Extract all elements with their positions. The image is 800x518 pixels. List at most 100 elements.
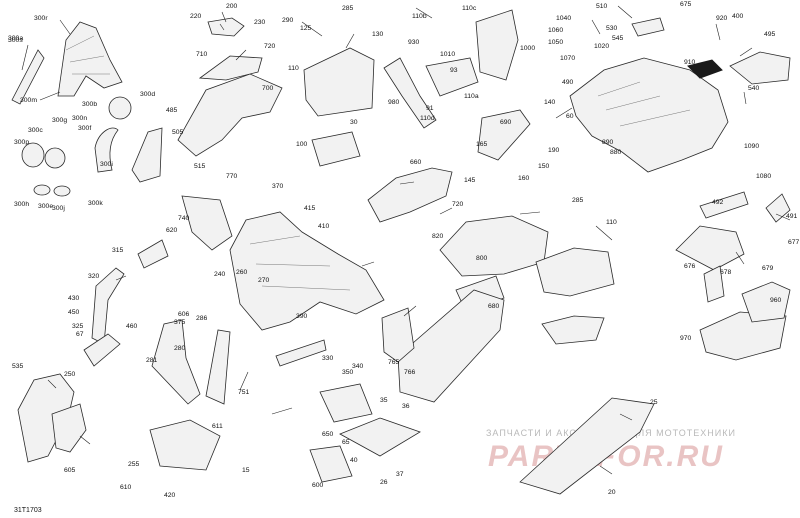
fan-grille — [108, 96, 132, 120]
callout-label: 300g — [52, 117, 67, 124]
callout-label: 605 — [64, 467, 76, 474]
callout-label: 460 — [126, 323, 138, 330]
callout-label: 820 — [432, 233, 444, 240]
callout-label: 980 — [388, 99, 400, 106]
callout-label: 675 — [680, 1, 692, 8]
callout-label: 540 — [748, 85, 760, 92]
rear-rack-panel — [425, 57, 479, 97]
callout-label: 650 — [322, 431, 334, 438]
center-body-panel — [439, 215, 549, 277]
callout-label: 315 — [112, 247, 124, 254]
right-trim-strip — [699, 191, 749, 219]
callout-label: 290 — [282, 17, 294, 24]
callout-label: 270 — [258, 277, 270, 284]
callout-label: 285 — [342, 5, 354, 12]
callout-label: 145 — [464, 177, 476, 184]
callout-label: 766 — [404, 369, 416, 376]
skid-plate-front — [397, 289, 505, 403]
callout-label: 93 — [450, 67, 458, 74]
callout-label: 679 — [762, 265, 774, 272]
storage-latch-plate — [311, 131, 361, 167]
skid-plate-rear — [519, 397, 655, 495]
round-cap-1 — [33, 184, 51, 196]
center-console — [477, 109, 531, 161]
callout-label: 751 — [238, 389, 250, 396]
leader-lines — [21, 5, 791, 475]
round-cap-2 — [53, 185, 71, 197]
headlight-trim — [198, 55, 263, 81]
callout-label: 25 — [650, 399, 658, 406]
storage-box — [303, 47, 375, 117]
callout-label: 765 — [388, 359, 400, 366]
callout-label: 430 — [68, 295, 80, 302]
callout-label: 220 — [190, 13, 202, 20]
callout-label: 300i — [100, 161, 113, 168]
callout-label: 505 — [172, 129, 184, 136]
skid-plate-center — [339, 417, 421, 457]
callout-label: 880 — [610, 149, 622, 156]
callout-label: 1090 — [744, 143, 759, 150]
front-body — [229, 211, 385, 331]
callout-label: 255 — [128, 461, 140, 468]
callout-label: 510 — [596, 3, 608, 10]
callout-label: 920 — [716, 15, 728, 22]
callout-label: 400 — [732, 13, 744, 20]
callout-label: 492 — [712, 199, 724, 206]
front-bracket — [83, 333, 121, 367]
callout-label: 740 — [178, 215, 190, 222]
callout-label: 260 — [236, 269, 248, 276]
callout-label: 40 — [350, 457, 358, 464]
callout-label: 200 — [226, 3, 238, 10]
callout-label: 240 — [214, 271, 226, 278]
callout-label: 125 — [300, 25, 312, 32]
right-footplate — [703, 265, 725, 303]
callout-label: 390 — [296, 313, 308, 320]
air-duct — [94, 127, 119, 173]
side-panel-left — [367, 167, 453, 223]
step-plate — [319, 383, 373, 423]
front-support-arm — [91, 267, 125, 345]
callout-label: 490 — [562, 79, 574, 86]
rear-fender — [569, 57, 729, 173]
rear-tool-box — [535, 247, 615, 297]
callout-label: 15 — [242, 467, 250, 474]
callout-label: 110 — [606, 219, 617, 226]
callout-label: 325 — [72, 323, 84, 330]
callout-label: 1080 — [756, 173, 771, 180]
callout-label: 150 — [538, 163, 550, 170]
left-front-fender — [57, 21, 123, 97]
callout-label: 370 — [272, 183, 284, 190]
callout-label: 1050 — [548, 39, 563, 46]
callout-label: 60 — [566, 113, 574, 120]
callout-label: 280 — [174, 345, 186, 352]
callout-label: 110 — [288, 65, 299, 72]
rear-rack-rail — [383, 57, 437, 129]
callout-label: 190 — [548, 147, 560, 154]
floor-grate — [541, 315, 605, 345]
callout-label: 545 — [612, 35, 624, 42]
callout-label: 300h — [14, 201, 29, 208]
callout-label: 300e — [38, 203, 53, 210]
callout-label: 800 — [476, 255, 488, 262]
callout-label: 300r — [34, 15, 48, 22]
callout-label: 160 — [518, 175, 530, 182]
callout-label: 110b — [412, 13, 427, 20]
callout-label: 300j — [52, 205, 65, 212]
callout-label: 300p — [14, 139, 29, 146]
callout-label: 960 — [770, 297, 782, 304]
right-bracket — [765, 193, 791, 223]
callout-label: 690 — [500, 119, 512, 126]
right-footrest — [699, 311, 787, 361]
rear-storage-lid — [687, 59, 723, 79]
callout-label: 300s — [8, 37, 23, 44]
figure-code: 31T1703 — [14, 507, 42, 514]
left-gauge-ring — [21, 142, 45, 168]
windscreen — [131, 127, 163, 183]
callout-label: 285 — [572, 197, 584, 204]
callout-label: 35 — [380, 397, 388, 404]
rear-side-cover — [475, 9, 519, 81]
front-left-panel — [181, 195, 233, 251]
callout-label: 495 — [764, 31, 776, 38]
callout-label: 1060 — [548, 27, 563, 34]
